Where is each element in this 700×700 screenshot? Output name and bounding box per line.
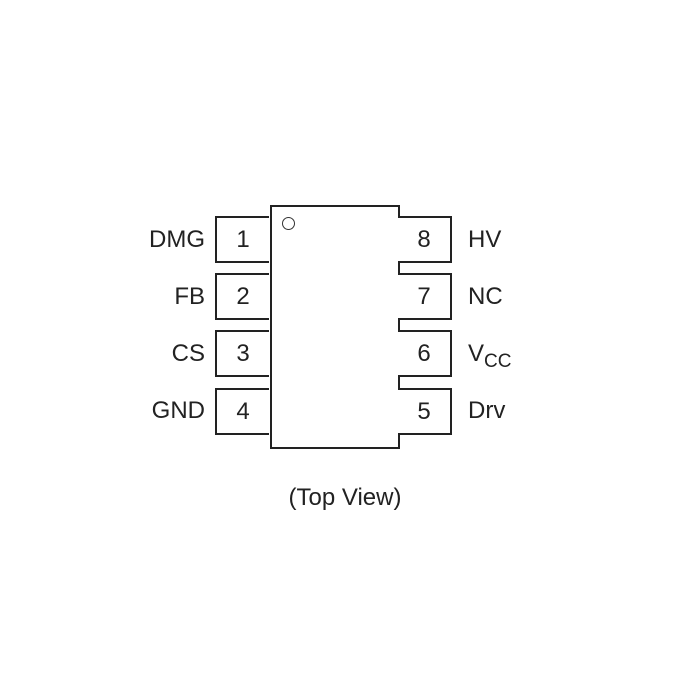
pin-6: 6: [398, 330, 452, 377]
pin-6-label-main: V: [468, 340, 485, 367]
pin-5-label: Drv: [468, 397, 506, 424]
pin-1: 1: [215, 216, 269, 263]
pin-6-label: VCC: [468, 340, 511, 376]
pin-6-label-subscript: CC: [484, 351, 512, 372]
pin-7: 7: [398, 273, 452, 320]
pin-4-label: GND: [151, 397, 205, 424]
pin-3: 3: [215, 330, 269, 377]
ic-package-body: [270, 205, 400, 449]
pin-3-label: CS: [171, 340, 205, 367]
pin-5: 5: [398, 388, 452, 435]
pin-7-label: NC: [468, 283, 503, 310]
pin-4: 4: [215, 388, 269, 435]
pin1-marker-icon: [282, 217, 295, 230]
pin-2: 2: [215, 273, 269, 320]
pin-1-label: DMG: [149, 226, 205, 253]
pin-2-label: FB: [174, 283, 205, 310]
pin-8: 8: [398, 216, 452, 263]
pin-8-label: HV: [468, 226, 502, 253]
view-caption: (Top View): [288, 484, 402, 511]
